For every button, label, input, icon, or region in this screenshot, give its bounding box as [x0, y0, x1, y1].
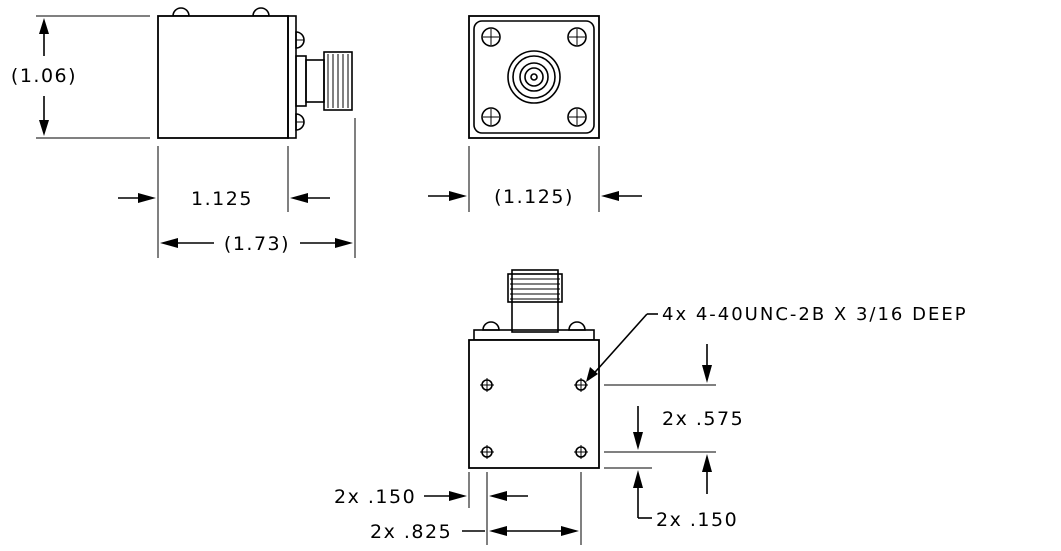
- front-connector: [507, 50, 561, 104]
- dim-hole-spacing-horizontal: 2x .825: [370, 521, 452, 543]
- mounting-hole-bottom-left: [480, 445, 494, 459]
- front-screw-bottom-left: [481, 107, 501, 127]
- side-connector: [295, 51, 353, 111]
- bottom-screw-left: [482, 321, 500, 331]
- side-view: (1.06) 1.125 (1.73): [11, 7, 356, 258]
- side-flange: [287, 15, 297, 139]
- mounting-hole-top-left: [480, 378, 494, 392]
- dim-side-height: (1.06): [11, 65, 77, 87]
- dim-hole-offset-bottom: 2x .150: [656, 509, 738, 531]
- side-body: [157, 15, 289, 139]
- front-view: (1.125): [428, 15, 642, 212]
- dim-hole-spacing-vertical: 2x .575: [662, 408, 744, 430]
- bottom-connector: [507, 269, 563, 333]
- mounting-hole-top-right: [574, 378, 588, 392]
- thread-callout-note: 4x 4-40UNC-2B X 3/16 DEEP: [662, 304, 968, 325]
- bottom-body: [468, 339, 600, 469]
- front-body: [468, 15, 600, 139]
- front-screw-top-right: [567, 27, 587, 47]
- dim-overall-length: (1.73): [224, 233, 290, 255]
- front-flange: [473, 20, 595, 134]
- dim-side-width: 1.125: [191, 188, 253, 210]
- side-screw-lower: [295, 113, 305, 131]
- side-top-screw-right: [252, 7, 270, 17]
- mounting-hole-bottom-right: [574, 445, 588, 459]
- dim-hole-offset-left: 2x .150: [334, 486, 416, 508]
- dim-front-width: (1.125): [494, 186, 574, 208]
- side-top-screw-left: [172, 7, 190, 17]
- bottom-view: 4x 4-40UNC-2B X 3/16 DEEP 2x .575 2x .15…: [334, 269, 968, 545]
- bottom-screw-right: [568, 321, 586, 331]
- front-screw-top-left: [481, 27, 501, 47]
- front-screw-bottom-right: [567, 107, 587, 127]
- side-screw-upper: [295, 31, 305, 49]
